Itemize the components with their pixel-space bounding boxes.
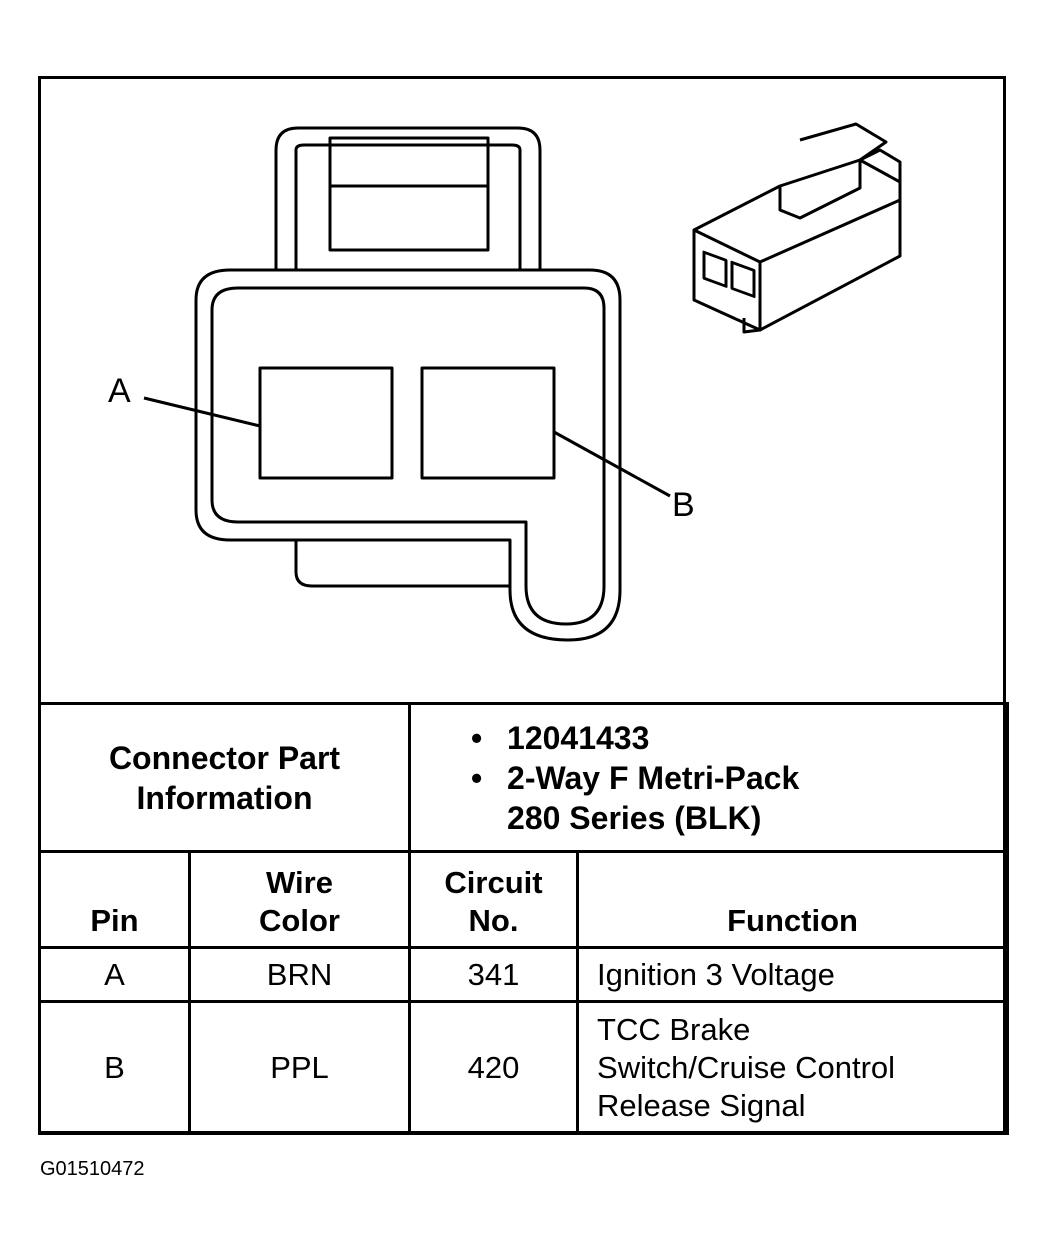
wire-color-cell: BRN bbox=[187, 946, 412, 1003]
connector-latch bbox=[274, 126, 542, 270]
leader-b bbox=[553, 430, 671, 498]
header-wire-color: Wire Color bbox=[187, 850, 412, 949]
part-description: 2-Way F Metri-Pack 280 Series (BLK) bbox=[471, 758, 1006, 838]
pin-a-callout: A bbox=[108, 372, 131, 410]
table-row: A BRN 341 Ignition 3 Voltage bbox=[38, 946, 1010, 1003]
connector-iso-view bbox=[692, 122, 902, 334]
part-info-values: 12041433 2-Way F Metri-Pack 280 Series (… bbox=[408, 702, 1010, 853]
circuit-cell: 420 bbox=[408, 1000, 580, 1135]
figure-caption: G01510472 bbox=[40, 1158, 145, 1180]
pin-cell: B bbox=[38, 1000, 191, 1135]
pin-b-cavity bbox=[420, 366, 556, 480]
connector-body bbox=[194, 268, 622, 642]
pin-cell: A bbox=[38, 946, 191, 1003]
pin-b-callout: B bbox=[672, 486, 695, 524]
function-cell: TCC Brake Switch/Cruise Control Release … bbox=[576, 1000, 1010, 1135]
header-function: Function bbox=[576, 850, 1010, 949]
part-info-label: Connector Part Information bbox=[37, 702, 412, 853]
function-cell: Ignition 3 Voltage bbox=[576, 946, 1010, 1003]
connector-diagram bbox=[143, 122, 902, 642]
header-pin: Pin bbox=[38, 850, 191, 949]
pin-a-cavity bbox=[258, 366, 394, 480]
circuit-cell: 341 bbox=[408, 946, 580, 1003]
part-number: 12041433 bbox=[471, 718, 1006, 758]
wire-color-cell: PPL bbox=[187, 1000, 412, 1135]
leader-a bbox=[143, 396, 261, 428]
header-circuit: Circuit No. bbox=[408, 850, 580, 949]
table-row: B PPL 420 TCC Brake Switch/Cruise Contro… bbox=[38, 1000, 1010, 1135]
part-info-row: Connector Part Information 12041433 2-Wa… bbox=[37, 702, 1010, 853]
header-row: Pin Wire Color Circuit No. Function bbox=[38, 850, 1010, 949]
connector-table: Connector Part Information 12041433 2-Wa… bbox=[37, 702, 1010, 1135]
